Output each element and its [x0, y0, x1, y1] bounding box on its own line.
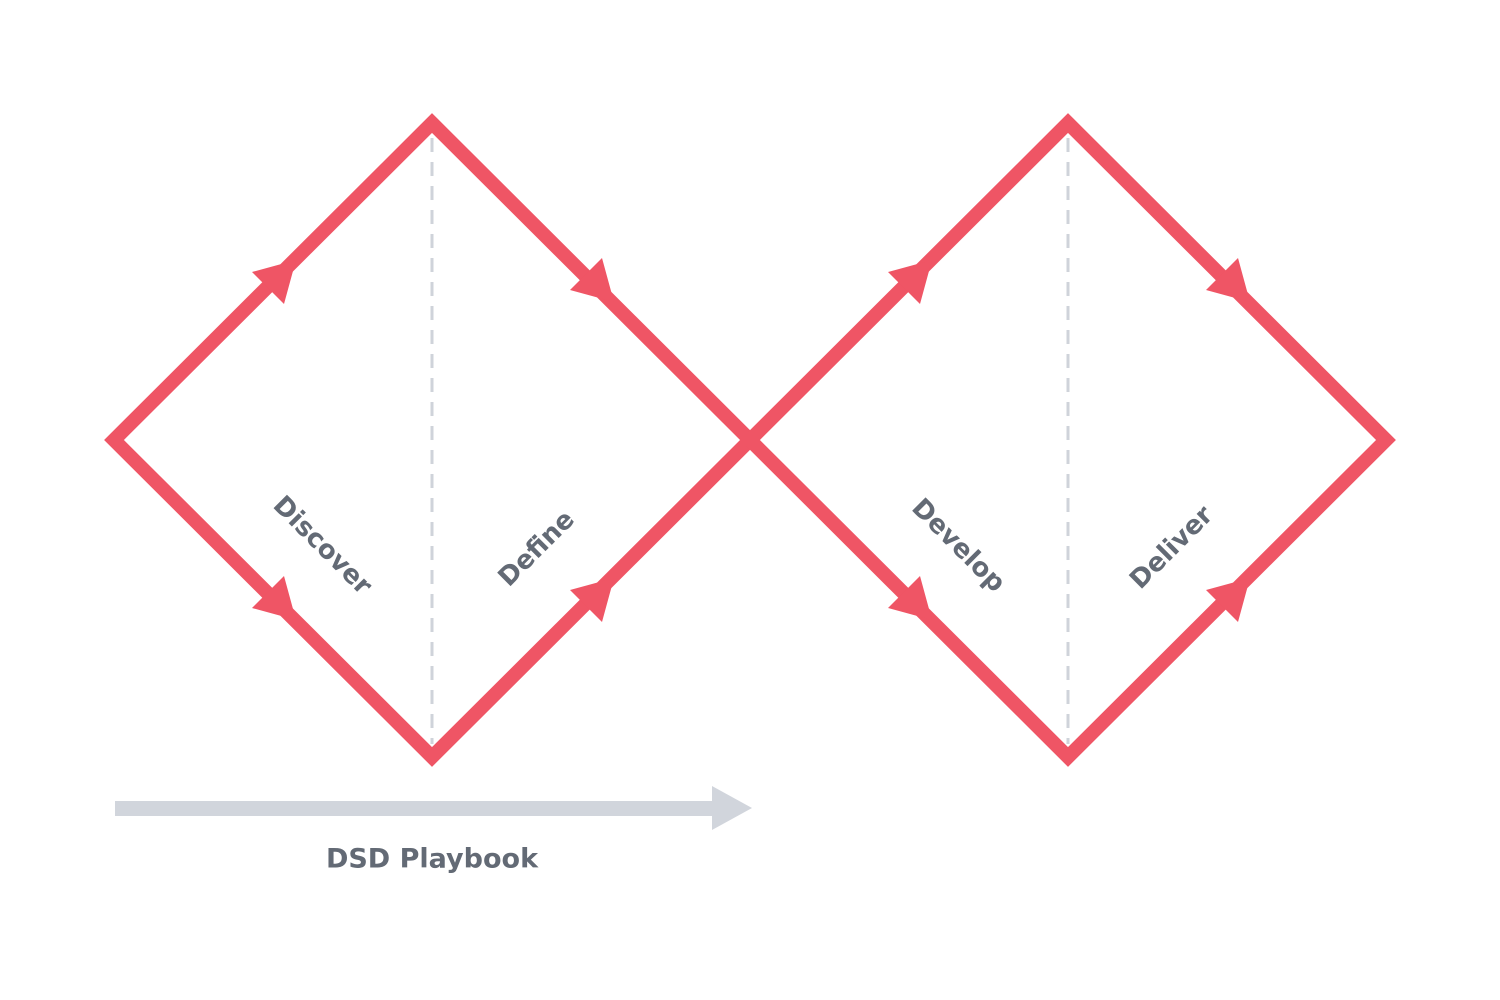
arrow-down-right-icon [1206, 258, 1250, 302]
timeline-arrow-head-icon [712, 786, 752, 830]
arrow-up-right-icon [252, 260, 296, 304]
timeline-label: DSD Playbook [326, 844, 539, 875]
arrow-down-right-icon [570, 258, 614, 302]
left-diamond [104, 113, 760, 767]
phase-label-deliver: Deliver [1124, 500, 1219, 595]
arrow-up-right-icon [570, 578, 614, 622]
arrow-up-right-icon [1206, 578, 1250, 622]
phase-label-define: Define [493, 505, 581, 593]
timeline-arrow-shaft [115, 801, 715, 816]
arrow-down-right-icon [252, 576, 296, 620]
arrow-down-right-icon [888, 576, 932, 620]
right-diamond [740, 113, 1396, 767]
arrow-up-right-icon [888, 260, 932, 304]
